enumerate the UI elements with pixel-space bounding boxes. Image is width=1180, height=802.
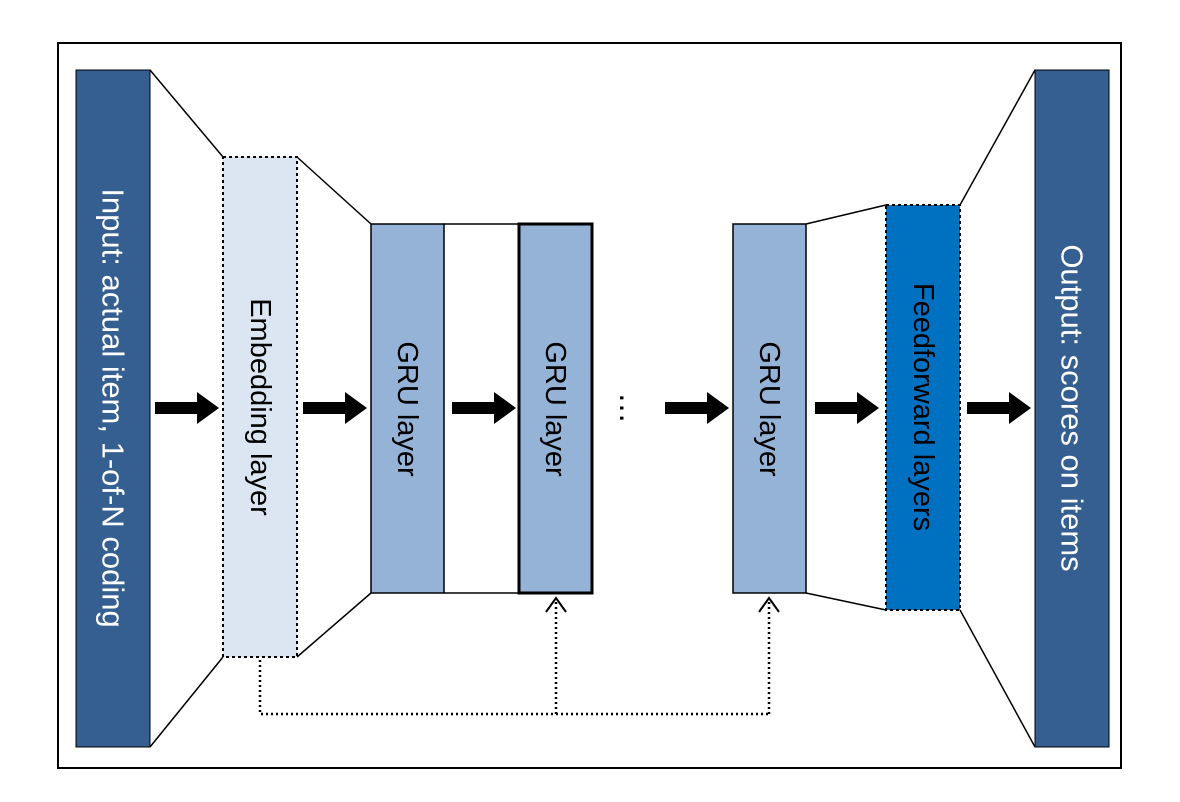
skip-arrowhead-grun (758, 596, 780, 613)
output-label: Output: scores on items (1055, 244, 1090, 571)
output-box (1034, 69, 1110, 748)
skip-connection-path (258, 660, 769, 716)
skip-connections (258, 600, 771, 716)
arrow-grun-to-feedforward (815, 392, 879, 424)
arrow-feedforward-to-output (967, 392, 1031, 424)
skip-arrowhead-gru2 (545, 596, 567, 613)
flow-arrows (155, 392, 1031, 424)
input-label: Input: actual item, 1-of-N coding (96, 188, 131, 627)
gru-layer-1-box (370, 223, 445, 594)
arrow-input-to-embedding (155, 392, 219, 424)
feedforward-layers-box (885, 204, 961, 611)
gru-layer-n-box (732, 223, 807, 594)
embedding-layer-box (222, 156, 298, 658)
gru-layer-2-label: GRU layer (539, 341, 571, 477)
input-box (75, 69, 151, 748)
embedding-layer-label: Embedding layer (244, 298, 276, 516)
feedforward-layers-label: Feedforward layers (907, 283, 939, 531)
gru-layer-n-label: GRU layer (753, 341, 785, 477)
gru-layer-2-box (517, 222, 594, 595)
arrow-gru1-to-gru2 (452, 392, 516, 424)
ellipsis-label: … (613, 392, 649, 424)
arrow-ellipsis-to-grun (665, 392, 729, 424)
skip-arrowheads (545, 596, 780, 613)
gru-layer-1-label: GRU layer (391, 341, 423, 477)
connector-lines (149, 69, 1036, 748)
diagram-frame (57, 42, 1122, 769)
arrow-embedding-to-gru1 (303, 392, 367, 424)
